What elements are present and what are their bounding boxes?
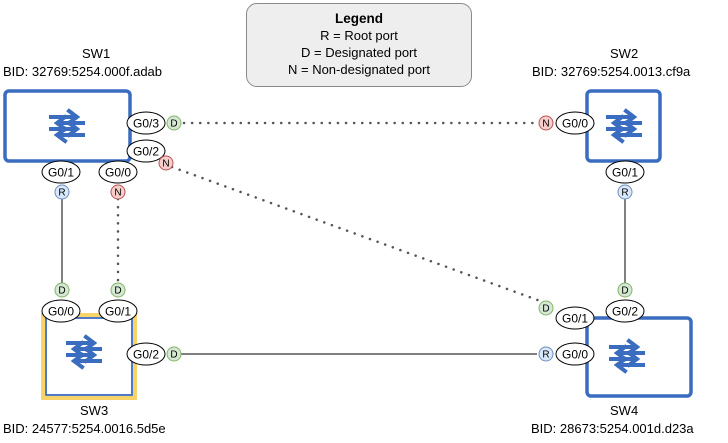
legend-item-nondesignated: N = Non-designated port bbox=[287, 62, 430, 77]
port-sw1-g00[interactable]: G0/0 bbox=[98, 160, 138, 184]
port-label: G0/0 bbox=[562, 348, 588, 362]
role-badge-sw2-g01: R bbox=[617, 184, 633, 200]
svg-text:D: D bbox=[170, 350, 177, 361]
link-sw1-g02-sw4-g01 bbox=[170, 165, 545, 304]
port-sw4-g01[interactable]: G0/1 bbox=[555, 306, 595, 330]
port-sw3-g02[interactable]: G0/2 bbox=[126, 342, 166, 366]
legend-item-root: R = Root port bbox=[320, 28, 398, 43]
sw2-bid: BID: 32769:5254.0013.cf9a bbox=[532, 64, 691, 79]
switch-sw4-body[interactable] bbox=[585, 316, 693, 398]
legend-item-designated: D = Designated port bbox=[301, 45, 417, 60]
port-sw4-g02[interactable]: G0/2 bbox=[605, 299, 645, 323]
port-label: G0/1 bbox=[562, 312, 588, 326]
role-badge-sw2-g00: N bbox=[538, 115, 554, 131]
port-sw4-g00[interactable]: G0/0 bbox=[555, 342, 595, 366]
port-label: G0/0 bbox=[105, 166, 131, 180]
switch-sw4[interactable] bbox=[585, 316, 693, 398]
legend-title: Legend bbox=[334, 11, 383, 26]
port-label: G0/2 bbox=[612, 305, 638, 319]
port-sw1-g01[interactable]: G0/1 bbox=[41, 160, 81, 184]
port-label: G0/1 bbox=[48, 166, 74, 180]
port-label: G0/2 bbox=[133, 145, 159, 159]
sw1-bid: BID: 32769:5254.000f.adab bbox=[3, 64, 163, 79]
svg-text:N: N bbox=[542, 119, 549, 130]
svg-text:R: R bbox=[542, 350, 549, 361]
svg-text:D: D bbox=[542, 304, 549, 315]
sw2-name: SW2 bbox=[610, 46, 639, 61]
role-badge-sw1-g02: N bbox=[158, 155, 174, 171]
links bbox=[61, 121, 626, 355]
role-badge-sw4-g00: R bbox=[538, 346, 554, 362]
sw4-bid: BID: 28673:5254.001d.d23a bbox=[531, 421, 694, 436]
legend: Legend R = Root port D = Designated port… bbox=[246, 3, 472, 87]
port-sw3-g01[interactable]: G0/1 bbox=[98, 299, 138, 323]
port-sw1-g03[interactable]: G0/3 bbox=[126, 111, 166, 135]
role-badge-sw1-g00: N bbox=[110, 184, 126, 200]
role-badge-sw1-g03: D bbox=[166, 115, 182, 131]
svg-text:D: D bbox=[170, 119, 177, 130]
port-label: G0/0 bbox=[562, 117, 588, 131]
role-badge-sw4-g02: D bbox=[617, 282, 633, 298]
port-sw3-g00[interactable]: G0/0 bbox=[41, 299, 81, 323]
port-label: G0/2 bbox=[133, 348, 159, 362]
port-sw2-g01[interactable]: G0/1 bbox=[605, 160, 645, 184]
sw1-name: SW1 bbox=[82, 46, 111, 61]
sw3-name: SW3 bbox=[80, 403, 109, 418]
sw4-name: SW4 bbox=[610, 403, 639, 418]
role-badge-sw1-g01: R bbox=[54, 184, 70, 200]
role-badge-sw3-g02: D bbox=[166, 346, 182, 362]
port-label: G0/1 bbox=[105, 305, 131, 319]
port-sw2-g00[interactable]: G0/0 bbox=[555, 111, 595, 135]
port-label: G0/1 bbox=[612, 166, 638, 180]
port-label: G0/3 bbox=[133, 117, 159, 131]
sw3-bid: BID: 24577:5254.0016.5d5e bbox=[3, 421, 166, 436]
svg-text:D: D bbox=[114, 286, 121, 297]
role-badge-sw3-g01: D bbox=[110, 282, 126, 298]
switch-sw3[interactable] bbox=[41, 313, 137, 400]
svg-text:R: R bbox=[58, 188, 65, 199]
svg-text:N: N bbox=[114, 188, 121, 199]
svg-text:D: D bbox=[621, 286, 628, 297]
switch-sw2-body[interactable] bbox=[585, 89, 662, 163]
svg-text:D: D bbox=[58, 286, 65, 297]
switch-sw1-body[interactable] bbox=[3, 89, 132, 163]
switch-sw1[interactable] bbox=[2, 89, 132, 166]
port-label: G0/0 bbox=[48, 305, 74, 319]
port-sw1-g02[interactable]: G0/2 bbox=[126, 139, 166, 163]
svg-text:R: R bbox=[621, 188, 628, 199]
svg-text:N: N bbox=[162, 159, 169, 170]
role-badge-sw4-g01: D bbox=[538, 300, 554, 316]
switch-sw2[interactable] bbox=[585, 89, 662, 163]
role-badge-sw3-g00: D bbox=[54, 282, 70, 298]
